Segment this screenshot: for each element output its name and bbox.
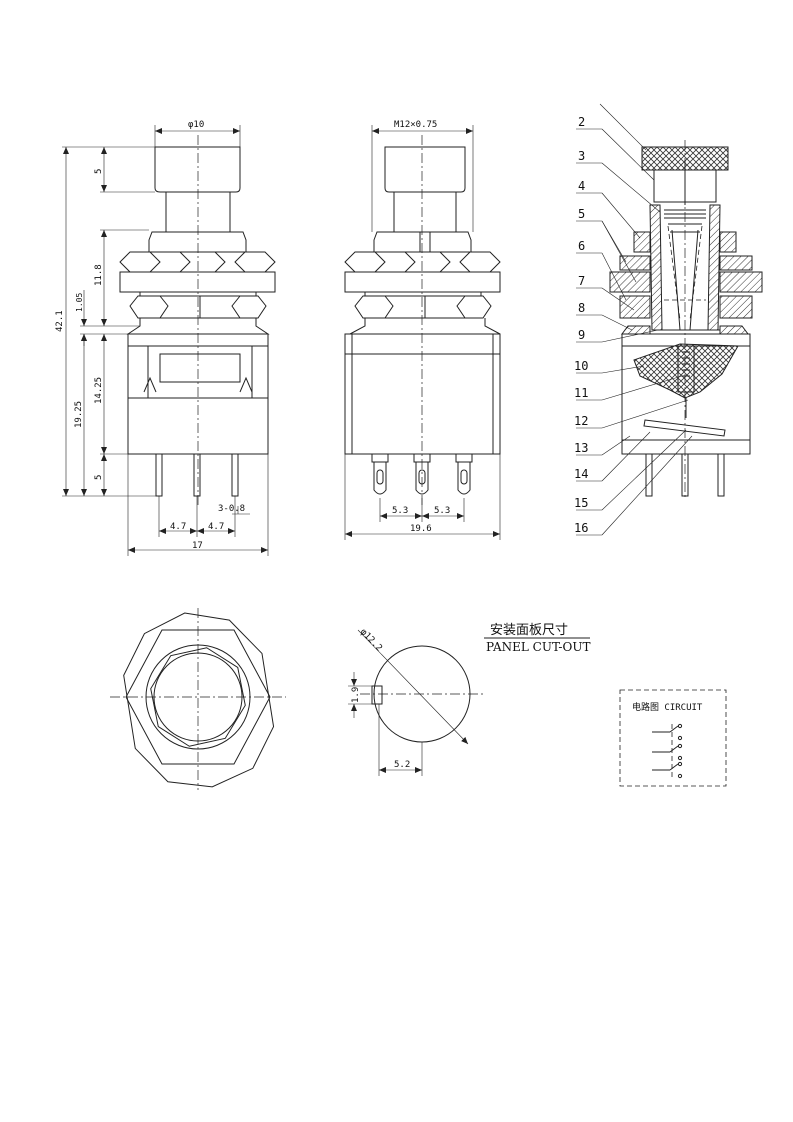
part-label-2: 2	[578, 115, 585, 129]
dim-cap-h: 5	[94, 169, 104, 174]
dim-pin-h: 5	[94, 475, 104, 480]
part-label-4: 4	[578, 179, 585, 193]
panel-cutout-title-cn: 安装面板尺寸	[490, 623, 568, 638]
dim-pitch-a: 4.7	[170, 522, 186, 532]
top-view	[110, 608, 286, 790]
part-label-5: 5	[578, 207, 585, 221]
dim-overall: 42.1	[55, 310, 65, 332]
cutout-key: 1.9	[351, 687, 361, 703]
part-label-9: 9	[578, 328, 585, 342]
dim-cap-dia: φ10	[188, 120, 204, 130]
dim-thread: M12×0.75	[394, 120, 437, 130]
part-label-8: 8	[578, 301, 585, 315]
dim-side-width: 19.6	[410, 524, 432, 534]
dim-housing: 14.25	[94, 377, 104, 404]
part-label-10: 10	[574, 359, 588, 373]
part-label-14: 14	[574, 467, 588, 481]
dim-pin-w: 3-0.8	[218, 504, 245, 514]
dim-side-pitch-b: 5.3	[434, 506, 450, 516]
circuit-diagram: 电路图 CIRCUIT	[619, 689, 727, 787]
cutout-dia: φ12.2	[358, 627, 384, 653]
dim-flange: 1.05	[75, 293, 84, 312]
dim-pitch-b: 4.7	[208, 522, 224, 532]
dim-body-h: 19.25	[74, 401, 84, 428]
section-view: 2 3 4 5 6 7 8 9 10 11 12 13 14 15 16	[574, 103, 763, 536]
part-label-11: 11	[574, 386, 588, 400]
panel-cutout-title-en: PANEL CUT-OUT	[486, 640, 590, 654]
panel-cutout: φ12.2 1.9 5.2 安装面板尺寸 PANEL CUT-OUT	[348, 623, 590, 776]
part-label-12: 12	[574, 414, 588, 428]
part-label-3: 3	[578, 149, 585, 163]
cutout-offset: 5.2	[394, 760, 410, 770]
dim-nut-h: 11.8	[94, 264, 104, 286]
part-label-15: 15	[574, 496, 588, 510]
dim-width: 17	[192, 541, 203, 551]
part-label-7: 7	[578, 274, 585, 288]
part-label-16: 16	[574, 521, 588, 535]
dim-side-pitch-a: 5.3	[392, 506, 408, 516]
side-view: M12×0.75 5.3 5.3 19.6	[344, 120, 501, 540]
part-label-6: 6	[578, 239, 585, 253]
circuit-label: 电路图 CIRCUIT	[632, 701, 703, 713]
part-label-13: 13	[574, 441, 588, 455]
front-view: φ10 42.1 5 11.8 1.05 19.25 14.25 5 4.7 4…	[55, 120, 276, 556]
